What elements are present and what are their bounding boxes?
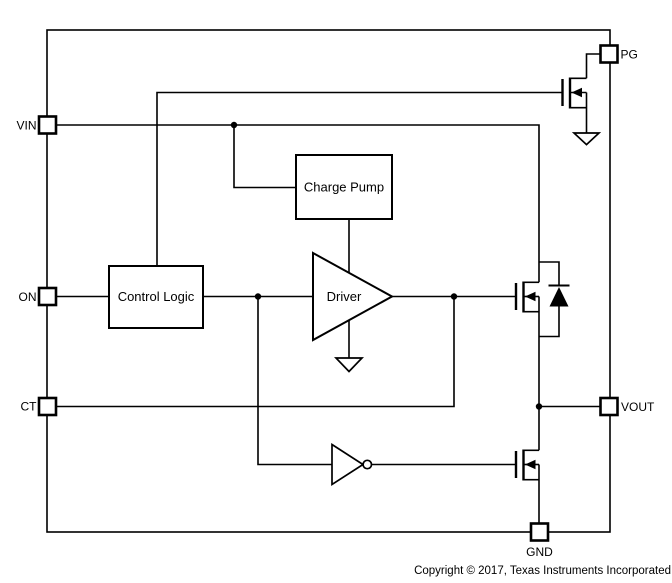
ic-boundary (46, 29, 611, 533)
pin-label-vout: VOUT (621, 400, 655, 414)
pin-box-on (37, 286, 58, 307)
inverter-triangle (331, 442, 365, 487)
junction-dot-gate (450, 293, 458, 300)
wire-ct-to-gate-node (56, 296, 455, 408)
pg-fet-symbol (561, 77, 587, 109)
driver-label: Driver (327, 289, 362, 304)
wire-vin-rail (56, 124, 540, 283)
wire-control-logic-to-pg-gate (156, 91, 562, 266)
pin-vout: VOUT (599, 396, 655, 417)
pg-fet-body-arrow (571, 87, 582, 98)
pulldown-fet-symbol (514, 449, 539, 481)
pin-box-pg (599, 44, 619, 64)
pin-box-gnd (529, 522, 550, 542)
control-logic-box (108, 265, 204, 329)
driver-triangle (312, 251, 395, 342)
pin-label-gnd: GND (526, 545, 553, 559)
block-charge-pump: Charge Pump (295, 154, 393, 220)
junction-dot-on (254, 293, 262, 300)
pulldown-fet-body-arrow (525, 459, 536, 470)
pin-vin: VIN (16, 115, 58, 135)
junction-dot-vout (535, 403, 543, 410)
ground-icon-driver (334, 357, 364, 373)
block-control-logic: Control Logic (108, 265, 204, 329)
ground-icon-pg (571, 132, 602, 146)
charge-pump-box (295, 154, 393, 220)
wire-body-diode-top (539, 261, 560, 286)
copyright-text: Copyright © 2017, Texas Instruments Inco… (414, 565, 671, 577)
pin-gnd: GND (526, 522, 553, 559)
junction-dots (230, 121, 543, 410)
inverter-gate (331, 442, 373, 487)
pass-fet-symbol (514, 281, 539, 313)
pin-label-on: ON (19, 290, 37, 304)
junction-dot-vin (230, 121, 238, 129)
body-diode-symbol (548, 284, 570, 307)
wire-body-diode-bottom (539, 306, 560, 338)
pin-label-ct: CT (21, 400, 38, 414)
pass-fet-body-arrow (525, 291, 536, 302)
pin-box-vin (37, 115, 58, 135)
wire-pg-fet-drain-to-pin (585, 53, 601, 79)
control-logic-label: Control Logic (118, 289, 195, 304)
pin-pg: PG (599, 44, 638, 64)
wire-vin-to-charge-pump (233, 125, 296, 189)
pin-box-ct (37, 396, 58, 417)
charge-pump-label: Charge Pump (304, 180, 384, 195)
wire-branch-to-inverter (257, 296, 332, 466)
pin-label-pg: PG (621, 48, 638, 62)
diode-anode-triangle (549, 287, 569, 307)
driver-amplifier: Driver (312, 251, 395, 342)
pin-label-vin: VIN (16, 119, 36, 133)
pin-on: ON (19, 286, 58, 307)
pin-ct: CT (21, 396, 58, 417)
wires (56, 53, 601, 524)
pin-box-vout (599, 396, 619, 417)
inverter-bubble (362, 459, 373, 470)
